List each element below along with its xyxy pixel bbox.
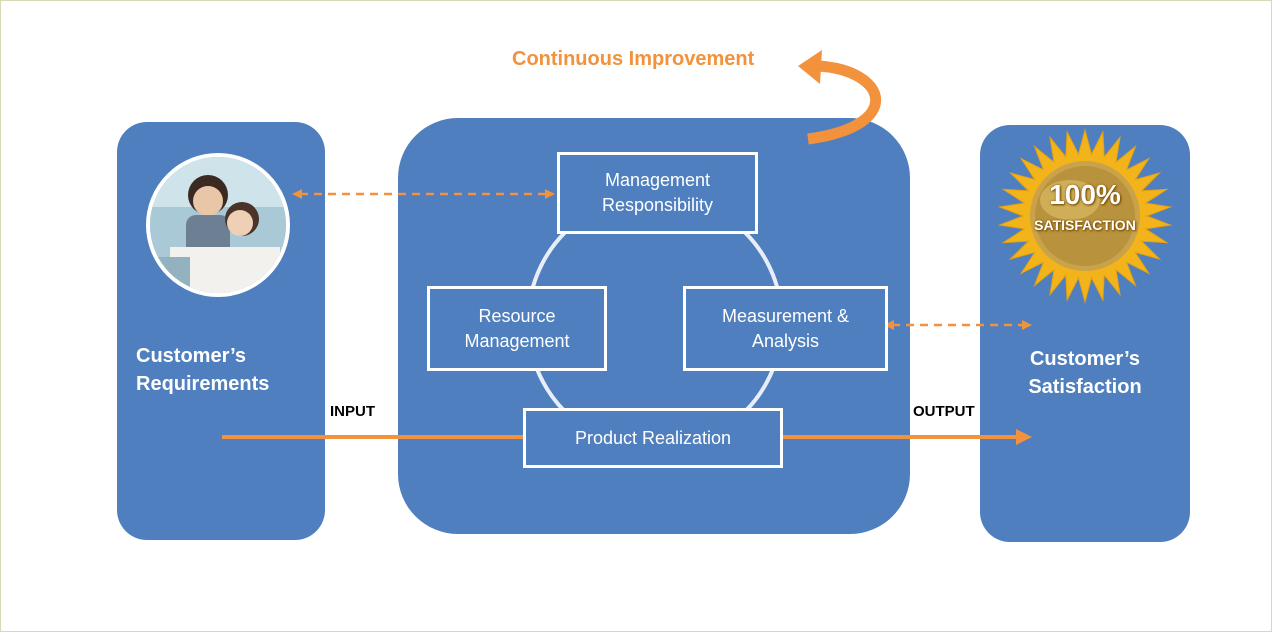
customer-requirements-title: Customer’s Requirements — [136, 342, 306, 398]
output-label: OUTPUT — [913, 403, 975, 420]
satisfaction-seal — [997, 128, 1173, 304]
customer-photo — [146, 153, 290, 297]
management-line1: Management — [604, 170, 711, 190]
input-label: INPUT — [330, 403, 375, 420]
customer-photo-illustration — [150, 157, 286, 293]
management-responsibility-box: Management Responsibility — [557, 152, 758, 234]
resource-line2: Management — [464, 330, 570, 351]
seal-word: SATISFACTION — [1034, 217, 1136, 233]
customer-requirements-line2: Requirements — [136, 373, 270, 395]
resource-line1: Resource — [478, 305, 556, 326]
management-line2: Responsibility — [601, 195, 714, 215]
product-realization-label: Product Realization — [574, 427, 732, 448]
continuous-improvement-label: Continuous Improvement — [512, 48, 755, 70]
customer-satisfaction-line1: Customer’s — [1029, 348, 1141, 370]
satisfaction-seal-text: 100% SATISFACTION — [1010, 178, 1160, 234]
customer-satisfaction-title: Customer’s Satisfaction — [990, 345, 1180, 401]
output-arrowhead — [1016, 429, 1032, 445]
seal-percent: 100% — [1049, 179, 1121, 210]
customer-requirements-line1: Customer’s — [136, 345, 247, 367]
measurement-analysis-box: Measurement & Analysis — [683, 286, 888, 371]
measurement-line1: Measurement & — [721, 305, 850, 326]
continuous-improvement-arrow — [807, 60, 882, 145]
product-realization-box: Product Realization — [523, 408, 783, 468]
resource-management-box: Resource Management — [427, 286, 607, 371]
customer-satisfaction-line2: Satisfaction — [1028, 376, 1142, 398]
continuous-improvement-arrowhead — [798, 50, 822, 84]
measurement-line2: Analysis — [751, 330, 820, 351]
